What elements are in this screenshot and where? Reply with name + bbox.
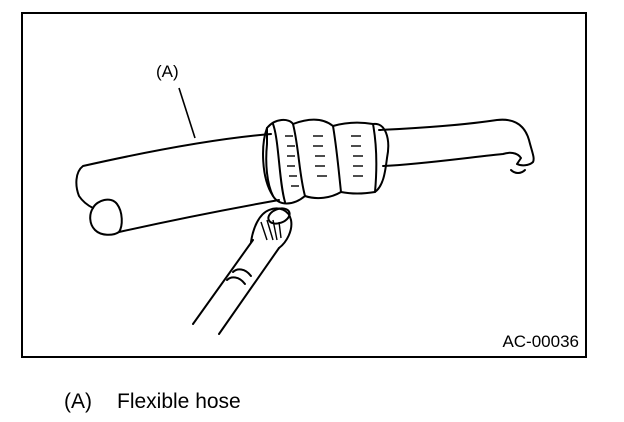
callout-leader [178,87,196,139]
tool-band [226,268,252,285]
legend: (A) Flexible hose [64,390,241,414]
legend-text: Flexible hose [117,390,241,413]
legend-key: (A) [64,390,92,413]
figure-code: AC-00036 [502,332,579,351]
tool-tip [250,207,293,249]
bellows-connector [265,118,390,205]
tool-shaft [192,239,280,335]
hose-tip [510,169,526,174]
figure-frame: (A) AC-00036 [21,12,587,358]
callout-label-a: (A) [156,62,179,81]
hose-illustration [75,87,535,335]
thick-hose [75,133,280,236]
flexible-hose [378,118,535,167]
thick-hose-end [92,198,123,233]
